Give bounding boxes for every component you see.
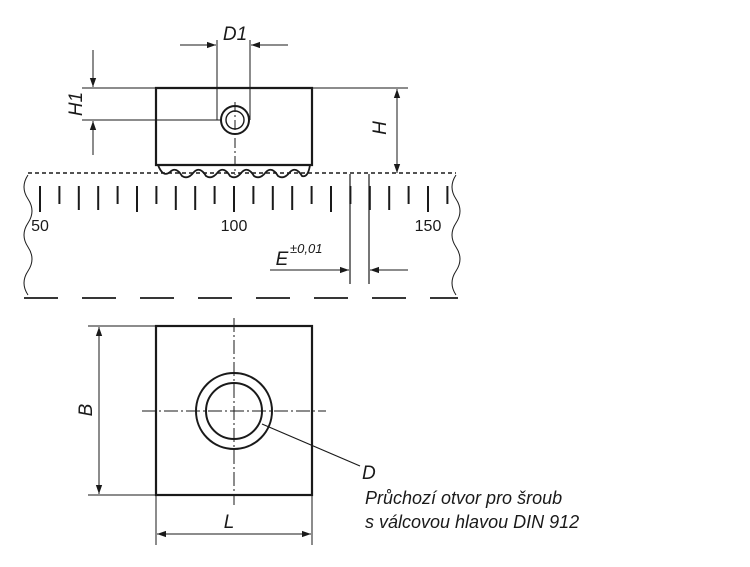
block-outline <box>154 86 314 167</box>
d-leader-line <box>261 423 361 467</box>
side-view <box>23 40 461 299</box>
rail-break-right <box>451 174 461 296</box>
label-d: D <box>362 463 376 484</box>
scale-label-150: 150 <box>415 218 442 235</box>
callout-note-line1: Průchozí otvor pro šroub <box>365 488 562 508</box>
plan-view <box>88 318 361 545</box>
scale-label-50: 50 <box>31 218 49 235</box>
block-teeth <box>157 164 311 179</box>
label-b: B <box>76 403 97 416</box>
label-d1: D1 <box>223 24 247 45</box>
label-h: H <box>370 121 391 135</box>
rail-scale-ticks <box>39 186 449 212</box>
label-h1: H1 <box>66 92 87 116</box>
label-e-tolerance: ±0,01 <box>290 241 322 256</box>
scale-label-100: 100 <box>221 218 248 235</box>
label-l: L <box>224 512 235 533</box>
callout-note-line2: s válcovou hlavou DIN 912 <box>365 512 579 532</box>
rail-break-left <box>23 174 33 296</box>
label-e: E <box>276 249 289 270</box>
